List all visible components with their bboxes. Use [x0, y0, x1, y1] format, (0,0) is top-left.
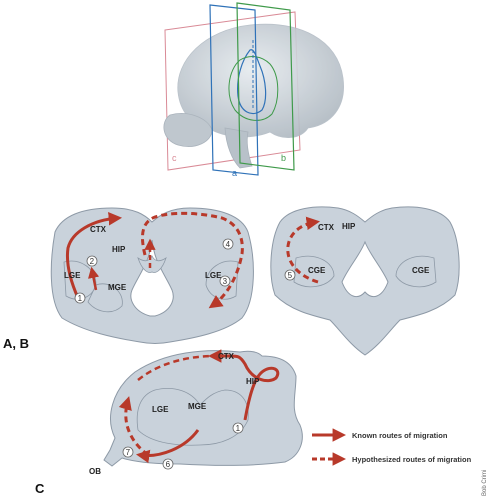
svg-text:1: 1: [236, 424, 241, 433]
route-c-hip: [137, 354, 216, 381]
svg-text:4: 4: [226, 240, 231, 249]
panel-b-hip-label: HIP: [342, 222, 356, 231]
panel-a-lge-right-label: LGE: [205, 271, 222, 280]
panel-c-ctx-label: CTX: [218, 352, 235, 361]
brain-illustration: a b c: [163, 2, 344, 178]
panel-b-tissue: [270, 206, 460, 356]
panel-a-lge-left-label: LGE: [64, 271, 81, 280]
plane-b-label: b: [281, 153, 286, 163]
route-7: [118, 396, 149, 457]
panel-c-num-1: 1: [232, 422, 244, 434]
panel-a-hip-label: HIP: [112, 245, 126, 254]
panel-a-ctx-label: CTX: [90, 225, 107, 234]
brainstem: [224, 127, 253, 169]
panel-b-cge-left-label: CGE: [308, 266, 326, 275]
panel-ab-label: A, B: [3, 336, 29, 351]
route-5: [286, 216, 321, 284]
panel-b-ctx-label: CTX: [318, 223, 335, 232]
svg-text:2: 2: [90, 257, 95, 266]
panel-c: CTX HIP LGE MGE OB 1 6 7: [89, 349, 303, 476]
legend: Known routes of migration Hypothesized r…: [312, 428, 472, 466]
panel-b-cge-right: [395, 255, 437, 288]
panel-c-num-6: 6: [162, 458, 174, 470]
plane-a: [209, 4, 259, 176]
ventricle-green: [228, 56, 279, 121]
panel-a-num-4: 4: [222, 238, 234, 250]
route-2: [88, 266, 100, 291]
svg-text:3: 3: [223, 277, 228, 286]
cerebellum: [163, 113, 213, 147]
panel-a-num-3: 3: [219, 275, 231, 287]
svg-text:5: 5: [288, 271, 293, 280]
panel-a-num-1: 1: [74, 292, 86, 304]
panel-c-mge-label: MGE: [188, 402, 207, 411]
svg-text:7: 7: [126, 448, 131, 457]
credit: Bob Crimi: [482, 470, 488, 496]
route-1: [66, 211, 123, 299]
panel-b-cge-right-label: CGE: [412, 266, 430, 275]
svg-text:6: 6: [166, 460, 171, 469]
route-hyp-hip: [141, 211, 244, 309]
panel-a-num-2: 2: [86, 255, 98, 267]
panel-c-inner: [136, 388, 249, 446]
route-c-ctx: [207, 349, 280, 421]
plane-c-label: c: [172, 153, 177, 163]
panel-a-mge-label: MGE: [108, 283, 127, 292]
legend-known: Known routes of migration: [352, 431, 448, 440]
panel-b: CTX HIP CGE CGE 5: [270, 206, 460, 356]
panel-a: CTX HIP LGE MGE LGE 1 2 3 4: [50, 207, 254, 344]
panel-c-num-7: 7: [122, 446, 134, 458]
legend-hypothesized: Hypothesized routes of migration: [352, 455, 472, 464]
panel-c-hip-label: HIP: [246, 377, 260, 386]
panel-b-cge-left: [293, 255, 335, 288]
panel-a-mge: [87, 283, 123, 313]
svg-text:1: 1: [78, 294, 83, 303]
panel-c-ob-label: OB: [89, 467, 101, 476]
panel-b-num-5: 5: [284, 269, 296, 281]
plane-a-label: a: [232, 168, 237, 178]
panel-c-lge-label: LGE: [152, 405, 169, 414]
panel-c-label: C: [35, 481, 45, 496]
plane-b: [236, 2, 295, 171]
route-6: [135, 429, 200, 464]
